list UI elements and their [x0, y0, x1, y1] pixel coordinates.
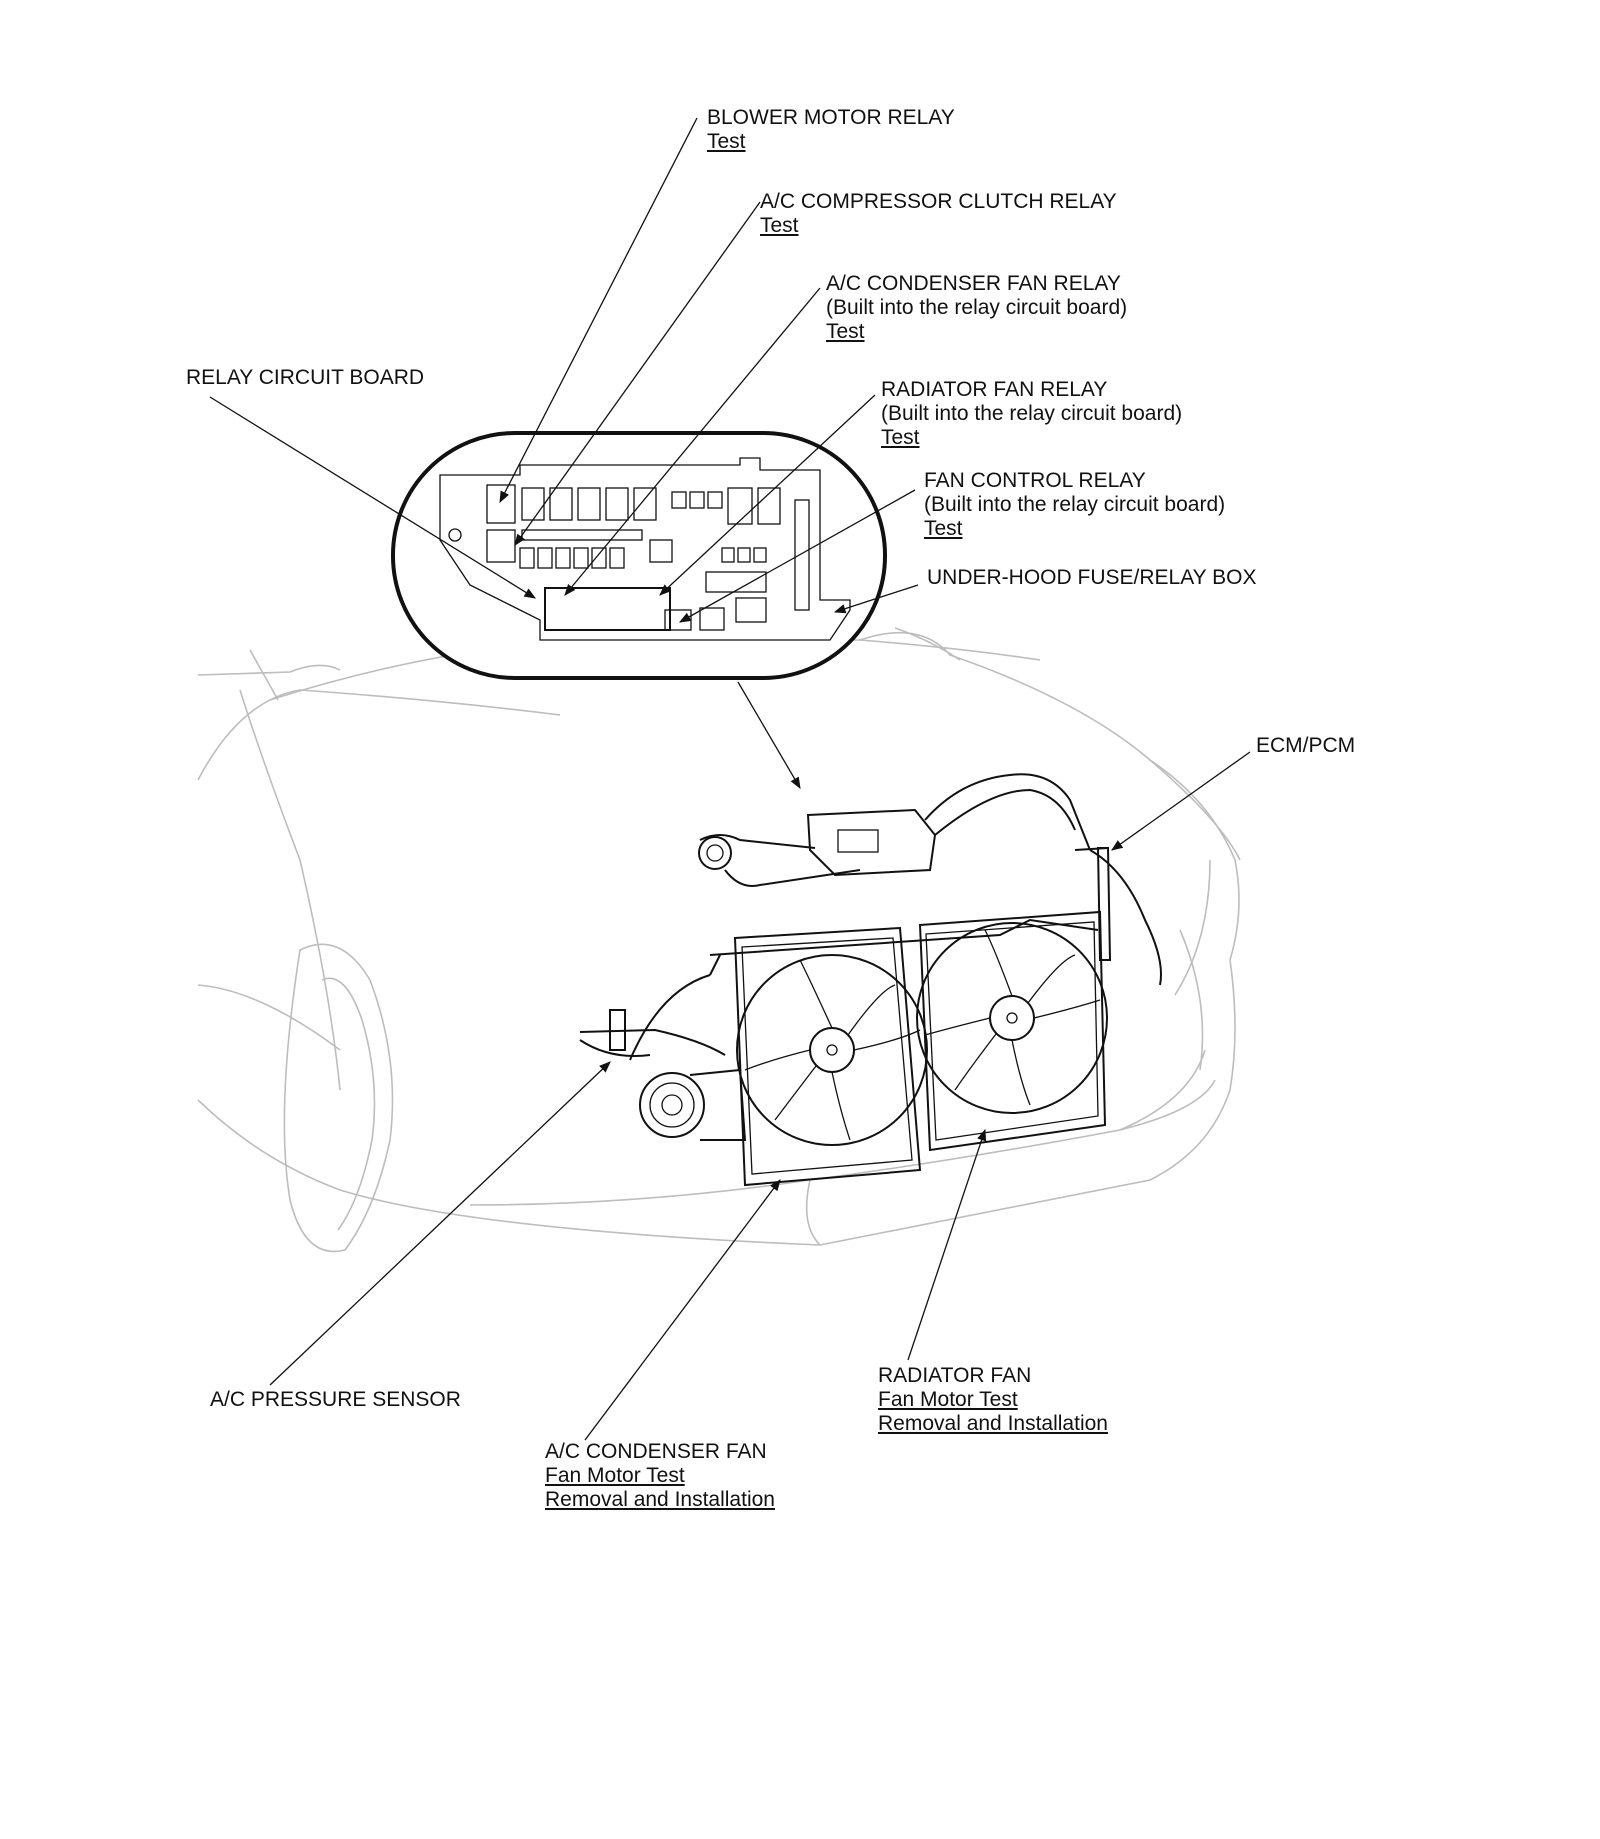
- radiator-fan-motor-test-link[interactable]: Fan Motor Test: [878, 1388, 1018, 1411]
- label-title: FAN CONTROL RELAY: [924, 469, 1146, 492]
- radiator-fan-removal-link[interactable]: Removal and Installation: [878, 1412, 1108, 1435]
- label-ac-condenser-fan-relay: A/C CONDENSER FAN RELAY (Built into the …: [826, 272, 1127, 344]
- label-title: A/C PRESSURE SENSOR: [210, 1388, 461, 1411]
- label-title: A/C CONDENSER FAN: [545, 1440, 767, 1463]
- label-ac-compressor-clutch-relay: A/C COMPRESSOR CLUTCH RELAY Test: [760, 190, 1117, 238]
- label-note: (Built into the relay circuit board): [826, 296, 1128, 319]
- label-radiator-fan: RADIATOR FAN Fan Motor Test Removal and …: [878, 1364, 1108, 1436]
- label-note: (Built into the relay circuit board): [924, 493, 1226, 516]
- ac-condenser-fan-relay-test-link[interactable]: Test: [826, 320, 865, 343]
- label-blower-motor-relay: BLOWER MOTOR RELAY Test: [707, 106, 955, 154]
- radiator-fan-relay-test-link[interactable]: Test: [881, 426, 920, 449]
- label-radiator-fan-relay: RADIATOR FAN RELAY (Built into the relay…: [881, 378, 1182, 450]
- car-outline: [197, 627, 1241, 1253]
- label-title: UNDER-HOOD FUSE/RELAY BOX: [927, 566, 1257, 589]
- ac-condenser-fan-motor-test-link[interactable]: Fan Motor Test: [545, 1464, 685, 1487]
- fan-control-relay-test-link[interactable]: Test: [924, 517, 963, 540]
- label-title: A/C COMPRESSOR CLUTCH RELAY: [760, 190, 1117, 213]
- label-fan-control-relay: FAN CONTROL RELAY (Built into the relay …: [924, 469, 1225, 541]
- inset-pointer-arrow: [737, 681, 801, 790]
- leader-lines: [209, 117, 1251, 1441]
- label-title: A/C CONDENSER FAN RELAY: [826, 272, 1121, 295]
- blower-motor-relay-test-link[interactable]: Test: [707, 130, 746, 153]
- label-note: (Built into the relay circuit board): [881, 402, 1183, 425]
- engine-components: [698, 773, 1162, 986]
- compressor-area: [579, 1009, 747, 1141]
- label-under-hood-fuse-relay-box: UNDER-HOOD FUSE/RELAY BOX: [927, 566, 1256, 590]
- label-ecm-pcm: ECM/PCM: [1256, 734, 1355, 758]
- label-title: ECM/PCM: [1256, 734, 1356, 757]
- label-title: RADIATOR FAN: [878, 1364, 1032, 1387]
- label-ac-condenser-fan: A/C CONDENSER FAN Fan Motor Test Removal…: [545, 1440, 775, 1512]
- ac-compressor-clutch-relay-test-link[interactable]: Test: [760, 214, 799, 237]
- label-relay-circuit-board: RELAY CIRCUIT BOARD: [186, 366, 424, 390]
- label-title: RADIATOR FAN RELAY: [881, 378, 1108, 401]
- ac-condenser-fan-removal-link[interactable]: Removal and Installation: [545, 1488, 775, 1511]
- label-title: BLOWER MOTOR RELAY: [707, 106, 955, 129]
- fan-assembly: [629, 910, 1108, 1187]
- label-title: RELAY CIRCUIT BOARD: [186, 366, 425, 389]
- label-ac-pressure-sensor: A/C PRESSURE SENSOR: [210, 1388, 461, 1412]
